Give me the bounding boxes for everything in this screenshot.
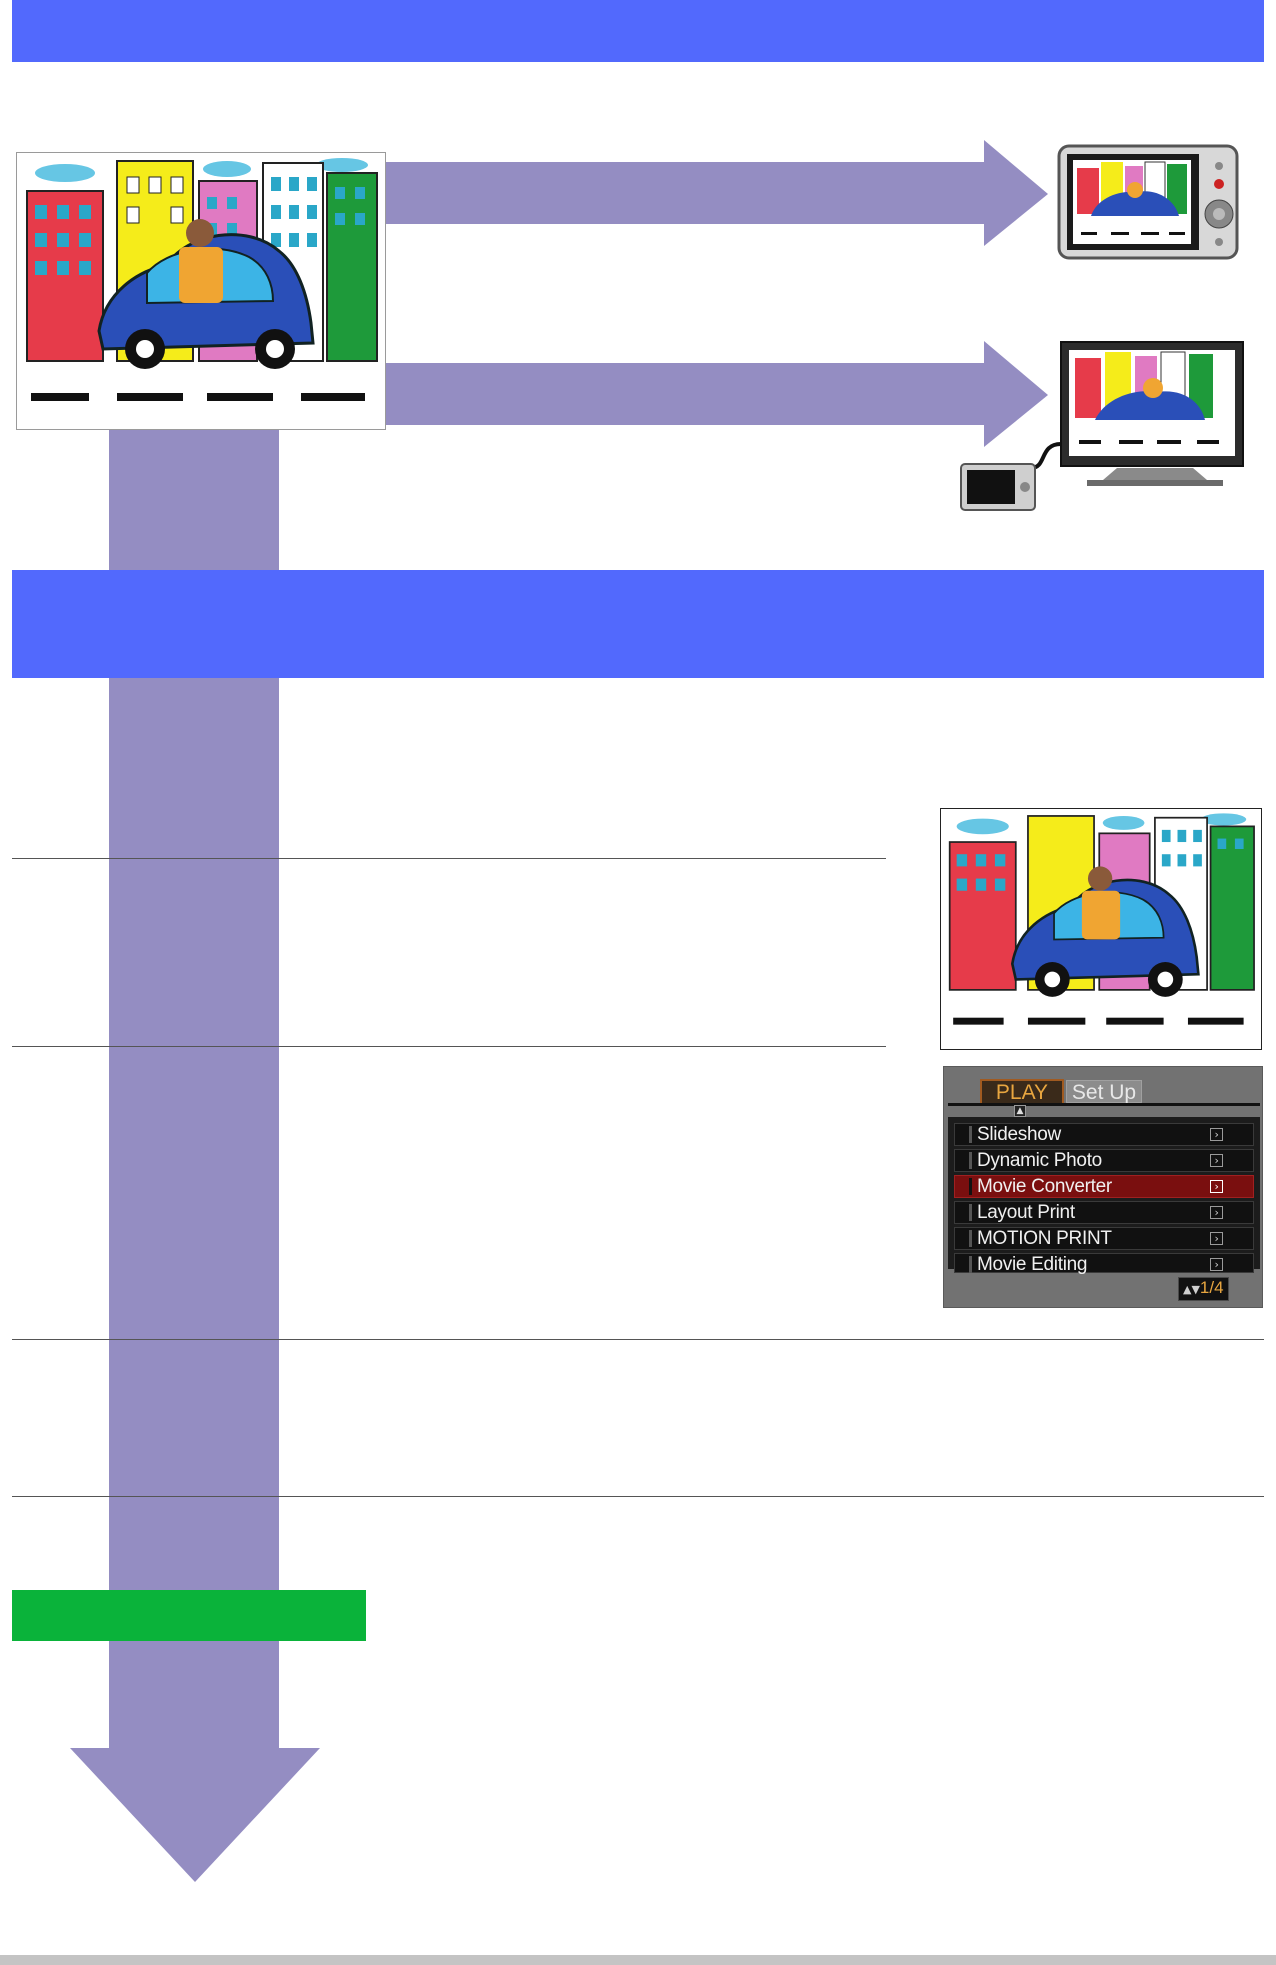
- item-marker: [969, 1152, 972, 1169]
- menu-page-indicator: ▲▼1/4: [1178, 1277, 1229, 1301]
- tv-with-camera-icon: [957, 340, 1245, 512]
- tab-underline: [948, 1103, 1260, 1106]
- drawing-image-large: [16, 152, 386, 430]
- row-divider-1: [12, 858, 886, 859]
- item-marker: [969, 1204, 972, 1221]
- top-banner: [12, 0, 1264, 62]
- menu-item-label: Layout Print: [977, 1202, 1075, 1223]
- row-divider-2: [12, 1046, 886, 1047]
- drawing-image-small: [940, 808, 1262, 1050]
- horizontal-arrow-camera-head: [984, 140, 1048, 246]
- section-banner: [12, 570, 1264, 678]
- item-marker: [969, 1178, 972, 1195]
- row-divider-3: [12, 1339, 1264, 1340]
- menu-item-layout-print[interactable]: Layout Print ›: [954, 1201, 1254, 1224]
- menu-item-label: Movie Editing: [977, 1254, 1088, 1275]
- up-down-arrows-icon: ▲▼: [1183, 1283, 1200, 1296]
- scroll-up-icon[interactable]: ▲: [1014, 1105, 1026, 1117]
- green-bar: [12, 1590, 366, 1641]
- chevron-right-icon: ›: [1210, 1206, 1223, 1219]
- menu-item-label: Movie Converter: [977, 1176, 1112, 1197]
- chevron-right-icon: ›: [1210, 1180, 1223, 1193]
- bottom-rule: [0, 1955, 1276, 1965]
- tab-play[interactable]: PLAY: [980, 1079, 1064, 1104]
- row-divider-4: [12, 1496, 1264, 1497]
- menu-item-slideshow[interactable]: Slideshow ›: [954, 1123, 1254, 1146]
- camera-play-menu: PLAY Set Up ▲ Slideshow › Dynamic Photo …: [943, 1066, 1263, 1308]
- vertical-flow-arrow-head: [70, 1748, 320, 1882]
- item-marker: [969, 1126, 972, 1143]
- chevron-right-icon: ›: [1210, 1258, 1223, 1271]
- item-marker: [969, 1256, 972, 1273]
- menu-item-label: Slideshow: [977, 1124, 1061, 1145]
- horizontal-arrow-tv-shaft: [385, 363, 985, 425]
- item-marker: [969, 1230, 972, 1247]
- chevron-right-icon: ›: [1210, 1128, 1223, 1141]
- menu-item-dynamic-photo[interactable]: Dynamic Photo ›: [954, 1149, 1254, 1172]
- horizontal-arrow-tv-head: [984, 341, 1048, 447]
- chevron-right-icon: ›: [1210, 1232, 1223, 1245]
- horizontal-arrow-camera-shaft: [385, 162, 985, 224]
- chevron-right-icon: ›: [1210, 1154, 1223, 1167]
- camera-monitor-icon: [1057, 144, 1239, 262]
- page-number: 1/4: [1199, 1278, 1224, 1297]
- menu-item-motion-print[interactable]: MOTION PRINT ›: [954, 1227, 1254, 1250]
- menu-item-label: MOTION PRINT: [977, 1228, 1112, 1249]
- menu-list: Slideshow › Dynamic Photo › Movie Conver…: [948, 1117, 1260, 1275]
- menu-item-label: Dynamic Photo: [977, 1150, 1102, 1171]
- menu-item-movie-editing[interactable]: Movie Editing ›: [954, 1253, 1254, 1275]
- tab-set-up[interactable]: Set Up: [1066, 1080, 1142, 1104]
- menu-item-movie-converter[interactable]: Movie Converter ›: [954, 1175, 1254, 1198]
